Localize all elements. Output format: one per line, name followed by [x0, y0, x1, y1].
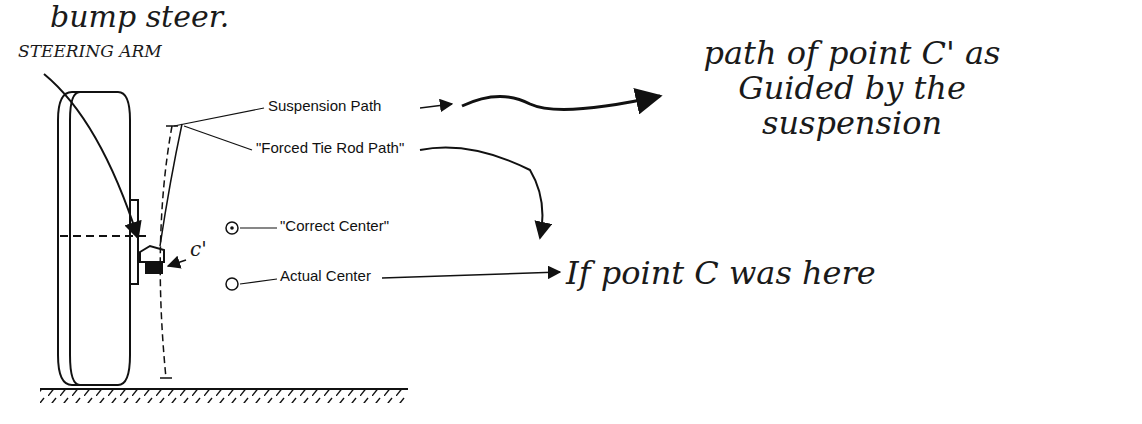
actual-center	[226, 278, 238, 290]
arrow	[382, 272, 560, 278]
ground-hatch	[40, 389, 408, 403]
handwritten-heading: bump steer.	[50, 0, 229, 33]
leader-line	[184, 126, 252, 150]
part-name: Actual Center	[280, 268, 371, 285]
ground-line	[40, 388, 408, 390]
correct-center	[226, 222, 238, 234]
point-label: c'	[190, 238, 207, 260]
handwritten-note: path of point C' as Guided by the suspen…	[672, 36, 1032, 142]
leader-line	[240, 279, 277, 284]
arrow	[168, 260, 186, 266]
handwritten-note: STEERING ARM	[18, 42, 162, 61]
forced-tie-rod-path	[160, 124, 182, 246]
leader-line	[240, 227, 277, 228]
arrow	[462, 96, 660, 109]
handwritten-note: If point C was here	[566, 256, 876, 291]
arrow	[420, 148, 542, 239]
leader-line	[174, 108, 264, 126]
part-name: "Forced Tie Rod Path"	[256, 140, 404, 157]
arrow	[420, 104, 452, 108]
part-name: "Correct Center"	[280, 218, 389, 235]
part-name: Suspension Path	[268, 98, 381, 115]
suspension-path	[160, 126, 172, 378]
steering-arm-arrow	[44, 74, 138, 238]
wheel	[58, 92, 150, 385]
